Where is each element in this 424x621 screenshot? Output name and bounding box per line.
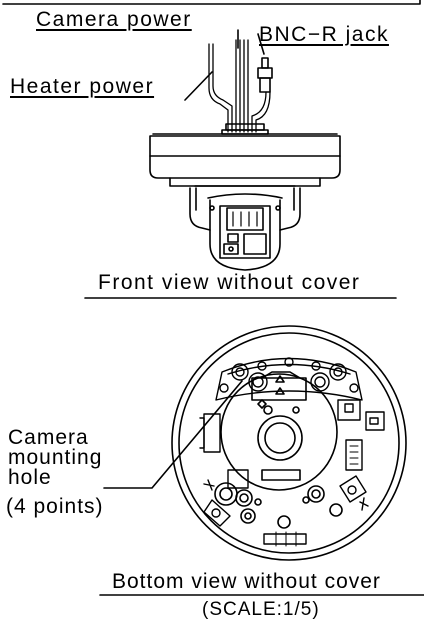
bnc-jack-label: BNC−R jack (259, 23, 389, 46)
mounting-hole-label-line2: mounting (8, 446, 103, 469)
base-plate (215, 357, 363, 401)
scale-note: (SCALE:1/5) (202, 599, 320, 620)
bottom-view-caption: Bottom view without cover (112, 570, 381, 593)
side-brackets (199, 399, 385, 489)
cables (208, 39, 271, 133)
bnc-jack (257, 57, 273, 93)
camera-power-label: Camera power (36, 8, 192, 31)
lower-bracket (203, 475, 369, 547)
mounting-hole-leader (103, 380, 243, 489)
mounting-hole-label-line3: hole (8, 466, 52, 489)
bottom-view (99, 325, 424, 596)
heater-power-label: Heater power (10, 75, 155, 98)
camera-lens (257, 415, 303, 481)
heater-leader (184, 71, 213, 101)
front-view (2, 0, 421, 299)
front-view-caption: Front view without cover (98, 271, 361, 294)
mounting-hole-label-line4: (4 points) (6, 495, 104, 518)
camera-head (189, 187, 301, 271)
bnc-leader (257, 33, 265, 55)
outer-ring (171, 325, 407, 561)
mounting-hole-label-line1: Camera (8, 426, 89, 449)
frame-line (2, 0, 421, 5)
camera-body (220, 371, 338, 491)
inner-ring (178, 332, 400, 554)
mounting-holes (214, 482, 343, 529)
housing (149, 133, 341, 187)
